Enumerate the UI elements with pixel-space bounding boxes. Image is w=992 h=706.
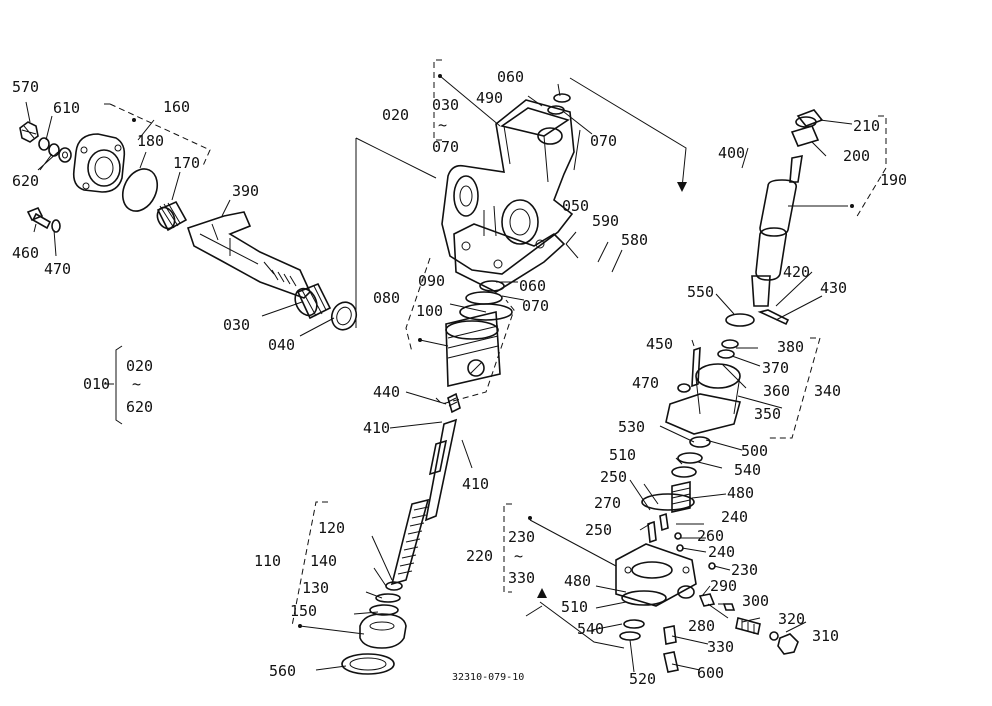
tilde-220: ~ <box>514 547 523 565</box>
label-540-upper: 540 <box>734 461 761 479</box>
label-090: 090 <box>418 272 445 290</box>
label-010: 010 <box>83 375 110 393</box>
label-470-left: 470 <box>44 260 71 278</box>
label-400: 400 <box>718 144 745 162</box>
label-170: 170 <box>173 154 200 172</box>
label-020: 020 <box>382 106 409 124</box>
label-190: 190 <box>880 171 907 189</box>
label-030-left: 030 <box>223 316 250 334</box>
label-620: 620 <box>12 172 39 190</box>
label-320: 320 <box>778 610 805 628</box>
label-370: 370 <box>762 359 789 377</box>
label-560: 560 <box>269 662 296 680</box>
label-330-range: 330 <box>508 569 535 587</box>
label-160: 160 <box>163 98 190 116</box>
sector-shaft-assembly <box>641 109 887 513</box>
label-220: 220 <box>466 547 493 565</box>
label-490: 490 <box>476 89 503 107</box>
label-240-upper: 240 <box>721 508 748 526</box>
label-050: 050 <box>562 197 589 215</box>
label-120: 120 <box>318 519 345 537</box>
label-540-lower: 540 <box>577 620 604 638</box>
label-130: 130 <box>302 579 329 597</box>
label-060-mid: 060 <box>519 277 546 295</box>
worm-shaft-assembly <box>291 391 473 675</box>
gear-housing-assembly <box>433 59 687 305</box>
label-270: 270 <box>594 494 621 512</box>
label-590: 590 <box>592 212 619 230</box>
label-610: 610 <box>53 99 80 117</box>
label-230-range: 230 <box>508 528 535 546</box>
label-570: 570 <box>12 78 39 96</box>
label-070-top: 070 <box>590 132 617 150</box>
label-200: 200 <box>843 147 870 165</box>
tilde-010: ~ <box>132 375 141 393</box>
label-530: 530 <box>618 418 645 436</box>
label-410-right: 410 <box>462 475 489 493</box>
label-390: 390 <box>232 182 259 200</box>
label-230: 230 <box>731 561 758 579</box>
label-360: 360 <box>763 382 790 400</box>
label-600: 600 <box>697 664 724 682</box>
label-330: 330 <box>707 638 734 656</box>
label-100: 100 <box>416 302 443 320</box>
label-110: 110 <box>254 552 281 570</box>
label-380: 380 <box>777 338 804 356</box>
label-250-upper: 250 <box>600 468 627 486</box>
label-340: 340 <box>814 382 841 400</box>
label-500: 500 <box>741 442 768 460</box>
label-280: 280 <box>688 617 715 635</box>
tilde-020: ~ <box>438 116 447 134</box>
label-180: 180 <box>137 132 164 150</box>
label-240-lower: 240 <box>708 543 735 561</box>
label-430: 430 <box>820 279 847 297</box>
label-300: 300 <box>742 592 769 610</box>
label-480-upper: 480 <box>727 484 754 502</box>
label-550: 550 <box>687 283 714 301</box>
leader-dots <box>132 74 854 628</box>
label-040: 040 <box>268 336 295 354</box>
label-080: 080 <box>373 289 400 307</box>
label-030-range: 030 <box>432 96 459 114</box>
label-290: 290 <box>710 577 737 595</box>
label-460: 460 <box>12 244 39 262</box>
label-410-left: 410 <box>363 419 390 437</box>
label-350: 350 <box>754 405 781 423</box>
label-440: 440 <box>373 383 400 401</box>
label-250-lower: 250 <box>585 521 612 539</box>
label-510-upper: 510 <box>609 446 636 464</box>
label-210: 210 <box>853 117 880 135</box>
label-070-range: 070 <box>432 138 459 156</box>
label-620-range: 620 <box>126 398 153 416</box>
label-070-mid: 070 <box>522 297 549 315</box>
label-140: 140 <box>310 552 337 570</box>
label-150: 150 <box>290 602 317 620</box>
label-420: 420 <box>783 263 810 281</box>
label-520: 520 <box>629 670 656 688</box>
piston-assembly <box>405 257 515 405</box>
valve-body-assembly <box>503 479 807 673</box>
input-cover-assembly <box>19 101 358 425</box>
part-labels: 570 610 620 160 180 170 390 460 470 030 … <box>12 68 907 688</box>
label-260: 260 <box>697 527 724 545</box>
label-060-top: 060 <box>497 68 524 86</box>
shaft-axis-line <box>355 137 437 328</box>
label-480-lower: 480 <box>564 572 591 590</box>
label-580: 580 <box>621 231 648 249</box>
label-510-lower: 510 <box>561 598 588 616</box>
label-450: 450 <box>646 335 673 353</box>
label-020-range: 020 <box>126 357 153 375</box>
label-310: 310 <box>812 627 839 645</box>
drawing-number: 32310-079-10 <box>452 672 524 683</box>
label-470-right: 470 <box>632 374 659 392</box>
